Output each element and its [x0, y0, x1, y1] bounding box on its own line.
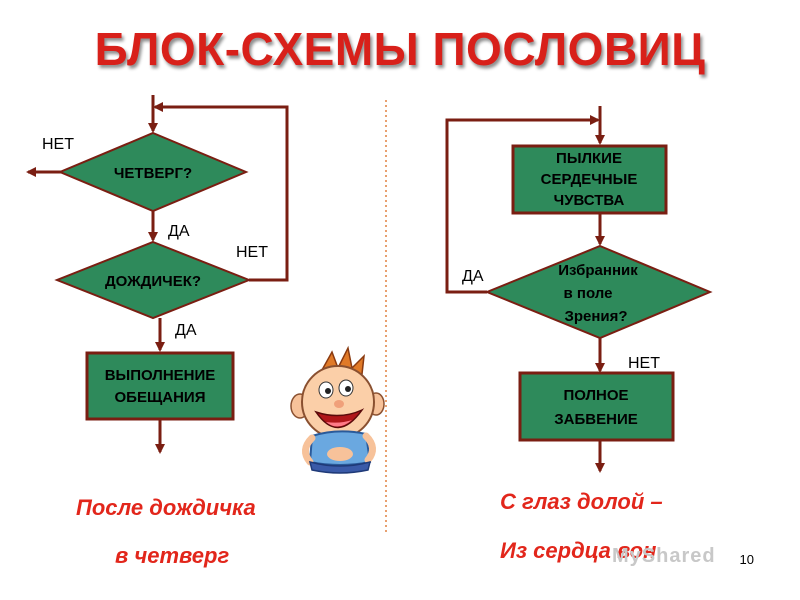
label-yes-right: ДА: [462, 268, 484, 285]
watermark: MyShared: [612, 545, 716, 567]
process-complete-oblivion: [518, 371, 675, 442]
process-fulfill-promise: [85, 351, 235, 421]
right-flowchart: ПЫЛКИЕ СЕРДЕЧНЫЕ ЧУВСТВА Избранник в пол…: [445, 106, 713, 473]
process-ardent-feelings: [511, 144, 668, 215]
cartoon-boy-illustration: [290, 345, 385, 474]
decision-beloved-line1: Избранник: [558, 262, 638, 279]
label-yes-1: ДА: [168, 223, 190, 240]
proverb-left-line1: После дождичка: [76, 495, 256, 520]
label-no-right: НЕТ: [628, 355, 660, 372]
process-feelings-line3: ЧУВСТВА: [554, 192, 625, 209]
decision-beloved-line2: в поле: [564, 285, 613, 302]
decision-rain: [54, 240, 252, 320]
process-feelings-line1: ПЫЛКИЕ: [556, 150, 622, 167]
left-flowchart: ЧЕТВЕРГ? ДОЖДИЧЕК? ВЫПОЛНЕНИЕ ОБЕЩАНИЯ Н…: [26, 95, 289, 454]
loop-arrow-no-2: [153, 102, 289, 282]
process-fulfill-line2: ОБЕЩАНИЯ: [115, 389, 206, 406]
proverb-right-line2: Из сердца вон: [500, 538, 657, 563]
proverb-right-line1: С глаз долой –: [500, 489, 663, 514]
process-oblivion-line1: ПОЛНОЕ: [563, 387, 628, 404]
decision-thursday-label: ЧЕТВЕРГ?: [114, 165, 192, 182]
process-fulfill-line1: ВЫПОЛНЕНИЕ: [105, 367, 216, 384]
decision-rain-label: ДОЖДИЧЕК?: [105, 273, 201, 290]
process-oblivion-line2: ЗАБВЕНИЕ: [554, 411, 637, 428]
label-yes-2: ДА: [175, 322, 197, 339]
label-no-2: НЕТ: [236, 244, 268, 261]
decision-beloved-line3: Зрения?: [564, 308, 627, 325]
label-no-1: НЕТ: [42, 136, 74, 153]
page-number: 10: [739, 552, 754, 567]
loop-arrow-yes: [445, 115, 600, 294]
page-title: БЛОК-СХЕМЫ ПОСЛОВИЦ: [94, 23, 706, 75]
process-feelings-line2: СЕРДЕЧНЫЕ: [541, 171, 638, 188]
proverb-left-line2: в четверг: [115, 543, 230, 568]
